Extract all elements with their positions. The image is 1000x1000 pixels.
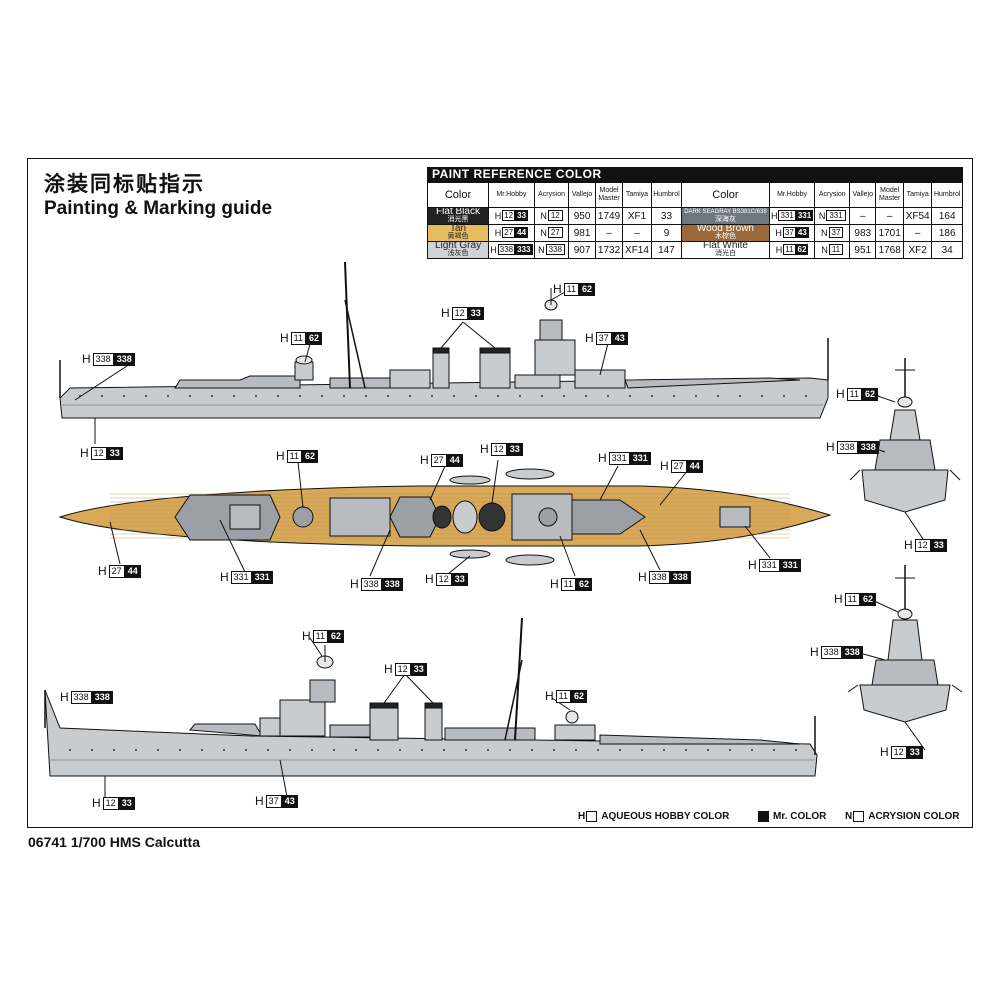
legend-mr-color: Mr. COLOR — [757, 811, 826, 822]
paint-code-mm: – — [594, 224, 624, 242]
paint-table: Color Mr.Hobby Acrysion Vallejo Model Ma… — [426, 182, 963, 259]
title-chinese: 涂装同标贴指示 — [44, 172, 205, 196]
side-view-starboard — [59, 261, 829, 444]
paint-reference-table: PAINT REFERENCE COLOR Color Mr.Hobby Acr… — [426, 167, 963, 259]
product-code-footer: 06741 1/700 HMS Calcutta — [28, 834, 200, 850]
paint-code-tamiya: XF54 — [902, 207, 933, 225]
side-view-port — [44, 617, 818, 803]
paint-code-mm: 1732 — [594, 241, 624, 259]
stern-view — [847, 565, 963, 751]
legend-acrysion: N ACRYSION COLOR — [845, 811, 960, 822]
filled-box-icon — [758, 811, 769, 822]
paint-code-tamiya: XF1 — [622, 207, 652, 225]
paint-code-tamiya: XF14 — [622, 241, 652, 259]
bow-view — [849, 358, 961, 543]
paint-code-tamiya: XF2 — [902, 241, 933, 259]
legend-aqueous: H AQUEOUS HOBBY COLOR — [578, 811, 730, 822]
paint-reference-heading: PAINT REFERENCE COLOR — [427, 167, 963, 182]
paint-code-vallejo: 907 — [568, 241, 596, 259]
paint-code-humbrol: 34 — [931, 241, 963, 259]
top-view — [58, 459, 832, 577]
paint-code-vallejo: 951 — [849, 241, 877, 259]
title-english: Painting & Marking guide — [44, 198, 273, 219]
paint-code-mm: 1768 — [875, 241, 904, 259]
box-icon — [853, 811, 865, 822]
box-icon — [586, 811, 598, 822]
